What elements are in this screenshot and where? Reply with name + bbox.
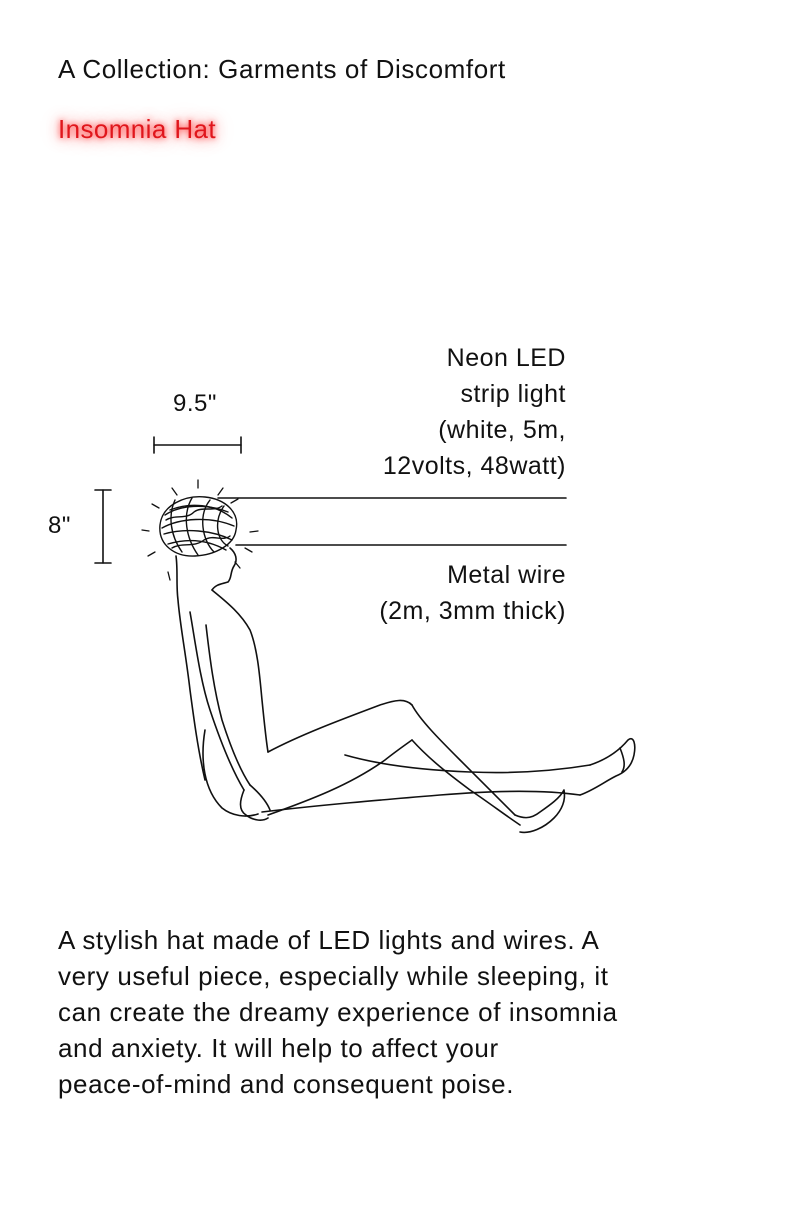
height-dimension-marker [94, 489, 112, 564]
wire-label-line: Metal wire [447, 561, 566, 589]
description-line: A stylish hat made of LED lights and wir… [58, 925, 600, 955]
garment-name: Insomnia Hat [58, 114, 216, 144]
description-line: very useful piece, especially while slee… [58, 961, 609, 991]
description-line: peace-of-mind and consequent poise. [58, 1069, 515, 1099]
led-label-line: 12volts, 48watt) [382, 452, 566, 480]
led-label-line: (white, 5m, [438, 416, 566, 444]
description: A stylish hat made of LED lights and wir… [58, 922, 728, 1102]
metal-wire-label: Metal wire (2m, 3mm thick) [379, 557, 566, 629]
led-label-line: Neon LED [446, 344, 566, 372]
width-dimension-marker [153, 436, 242, 454]
wire-label-line: (2m, 3mm thick) [379, 597, 566, 625]
height-dimension-label: 8" [48, 512, 71, 539]
led-strip-label: Neon LED strip light (white, 5m, 12volts… [383, 340, 566, 484]
insomnia-hat [159, 496, 238, 557]
width-dimension-label: 9.5" [173, 390, 217, 417]
description-line: can create the dreamy experience of inso… [58, 997, 618, 1027]
led-label-line: strip light [460, 380, 566, 408]
seated-figure [175, 547, 636, 834]
collection-title: A Collection: Garments of Discomfort [58, 54, 506, 84]
description-line: and anxiety. It will help to affect your [58, 1033, 499, 1063]
